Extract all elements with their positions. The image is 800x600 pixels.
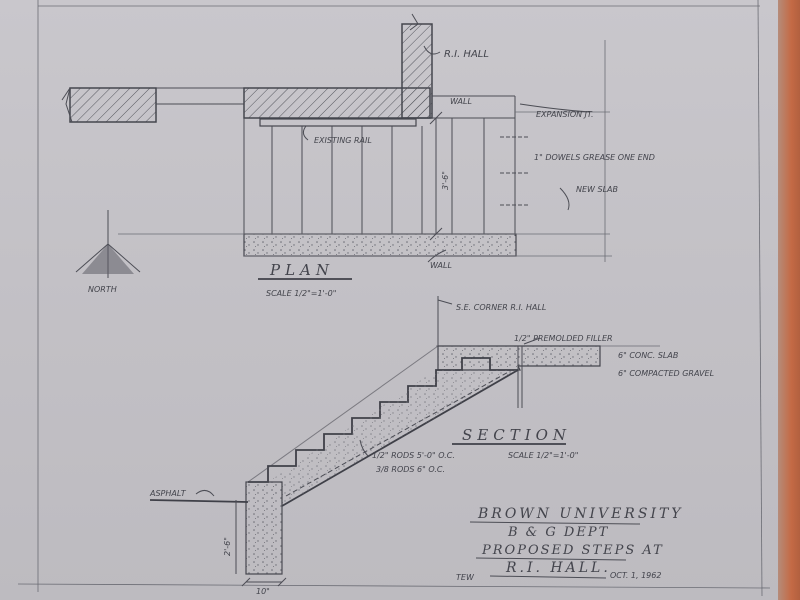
plan-wall-top-label: WALL xyxy=(450,97,472,106)
north-arrow-icon xyxy=(75,210,141,278)
section-rods2-label: 3/8 RODS 6" O.C. xyxy=(376,465,445,474)
section-rods1-label: 1/2" RODS 5'-0" O.C. xyxy=(372,451,455,460)
plan-bottom-slab xyxy=(243,233,517,257)
plan-dowels-label: 1" DOWELS GREASE ONE END xyxy=(534,153,655,162)
background-edge xyxy=(778,0,800,600)
section-corner-label: S.E. CORNER R.I. HALL xyxy=(456,303,546,312)
plan-existing-rail xyxy=(259,118,417,127)
title-block-line2: B & G DEPT xyxy=(507,525,609,540)
plan-expansion-label: EXPANSION JT. xyxy=(536,110,594,119)
plan-building-label: R.I. HALL xyxy=(444,49,489,60)
plan-title: PLAN xyxy=(269,261,334,279)
section-scale: SCALE 1/2"=1'-0" xyxy=(508,451,578,460)
title-block-drawn-by: TEW xyxy=(456,573,475,582)
plan-wall-main xyxy=(243,87,431,119)
section-gravel-label: 6" COMPACTED GRAVEL xyxy=(618,369,714,378)
title-block-line3: PROPOSED STEPS AT xyxy=(481,543,664,558)
title-block-date: OCT. 1, 1962 xyxy=(610,571,661,580)
section-footing-height: 2'-6" xyxy=(223,537,232,556)
section-footing xyxy=(245,481,283,575)
plan-dimension-text: 3'-6" xyxy=(441,171,450,190)
plan-scale: SCALE 1/2"=1'-0" xyxy=(266,289,336,298)
section-footing-width: 10" xyxy=(256,587,270,596)
title-block-line4: R.I. HALL. xyxy=(505,560,611,576)
plan-new-slab-label: NEW SLAB xyxy=(576,185,618,194)
section-view xyxy=(149,296,660,587)
plan-wall-left xyxy=(69,87,157,123)
section-title: SECTION xyxy=(462,426,571,444)
plan-rail-label: EXISTING RAIL xyxy=(314,136,372,145)
plan-building-corner xyxy=(401,23,433,119)
sheet-border xyxy=(17,0,771,597)
section-slab-label: 6" CONC. SLAB xyxy=(618,351,678,360)
title-block-line1: BROWN UNIVERSITY xyxy=(477,506,684,522)
section-filler-label: 1/2" PREMOLDED FILLER xyxy=(514,334,613,343)
plan-tread-lines xyxy=(271,118,485,234)
section-asphalt-label: ASPHALT xyxy=(149,489,187,498)
plan-view: 3'-6" xyxy=(61,13,612,263)
plan-break-line xyxy=(61,87,73,123)
north-label: NORTH xyxy=(88,285,117,294)
plan-wall-bottom-label: WALL xyxy=(430,261,452,270)
plan-dowels xyxy=(500,136,528,206)
